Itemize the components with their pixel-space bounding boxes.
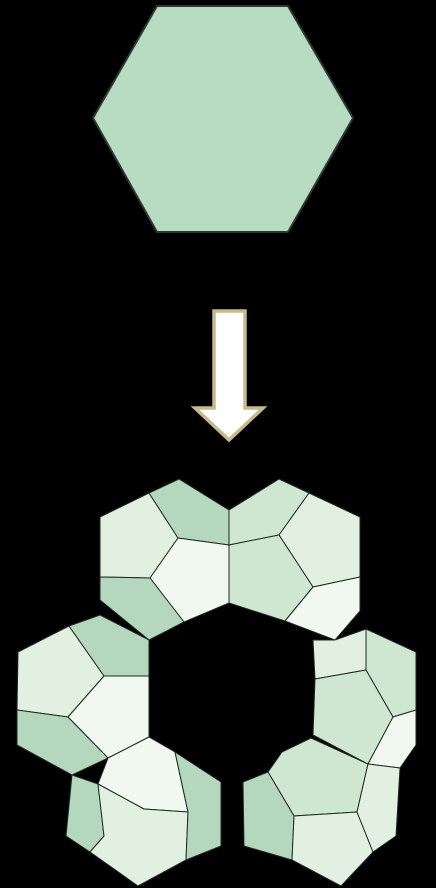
diagram-svg bbox=[0, 0, 436, 888]
diagram-canvas bbox=[0, 0, 436, 888]
